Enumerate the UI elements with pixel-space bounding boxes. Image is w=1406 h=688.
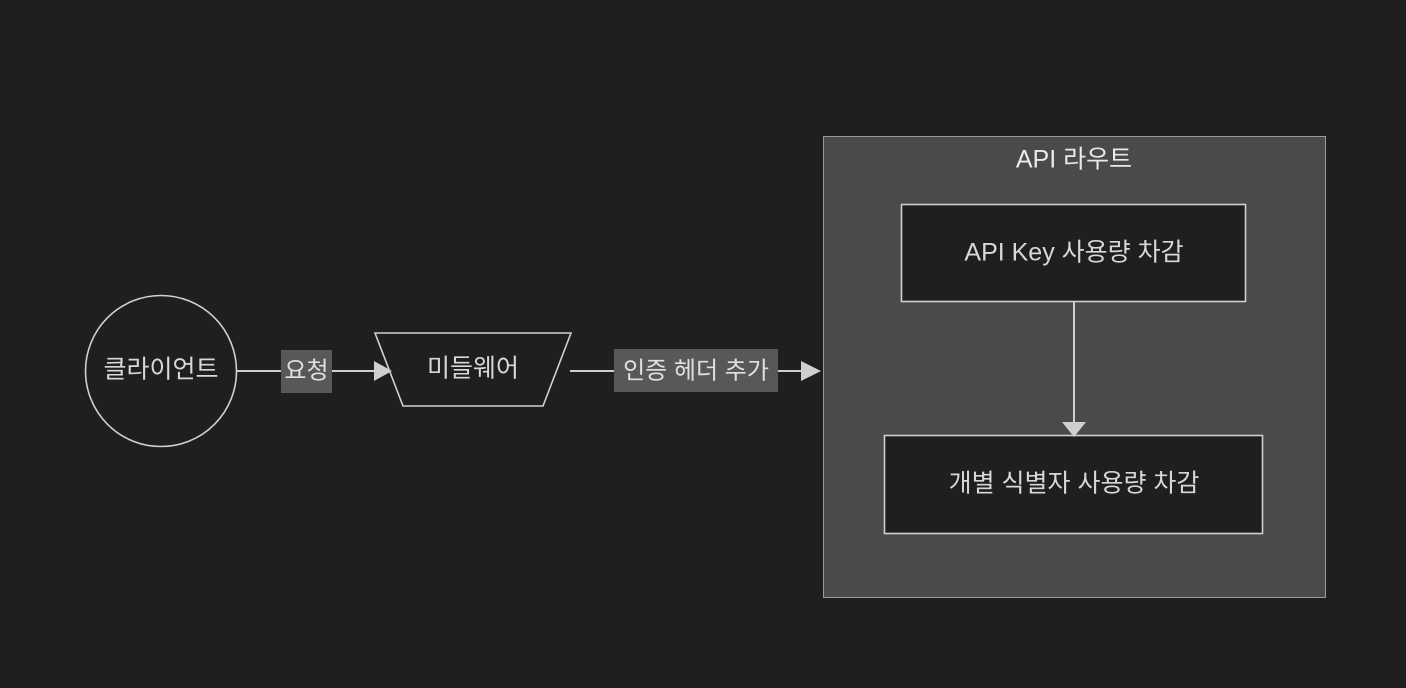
edge-client-to-middleware-arrowhead: [374, 361, 392, 381]
edge-middleware-to-api-route-arrowhead: [801, 361, 821, 381]
cluster-api-route-title: API 라우트: [1016, 146, 1132, 174]
edge-middleware-to-api-route-label-box: [614, 349, 778, 392]
node-identifier-usage-box: [883, 434, 1264, 535]
node-middleware-label: 미들웨어: [427, 355, 519, 383]
edge-middleware-to-api-route-label: 인증 헤더 추가: [623, 357, 769, 384]
edge-api-key-to-identifier-arrowhead: [1062, 422, 1086, 437]
node-middleware-shape: [373, 332, 573, 407]
node-identifier-usage[interactable]: 개별 식별자 사용량 차감: [883, 434, 1264, 535]
edge-client-to-middleware[interactable]: 요청: [237, 350, 392, 393]
edge-middleware-to-api-route[interactable]: 인증 헤더 추가: [570, 349, 821, 392]
node-api-key-usage-label: API Key 사용량 차감: [964, 239, 1183, 267]
node-client-label: 클라이언트: [103, 356, 218, 384]
node-identifier-usage-label: 개별 식별자 사용량 차감: [949, 470, 1200, 498]
node-api-key-usage[interactable]: API Key 사용량 차감: [900, 203, 1247, 303]
edge-client-to-middleware-label: 요청: [284, 357, 328, 384]
edge-api-key-to-identifier[interactable]: [1062, 302, 1086, 437]
node-api-key-usage-box: [900, 203, 1247, 303]
edge-client-to-middleware-label-box: [281, 350, 332, 393]
node-client-circle: [84, 294, 238, 448]
node-client[interactable]: 클라이언트: [84, 294, 238, 448]
node-middleware[interactable]: 미들웨어: [373, 332, 573, 407]
